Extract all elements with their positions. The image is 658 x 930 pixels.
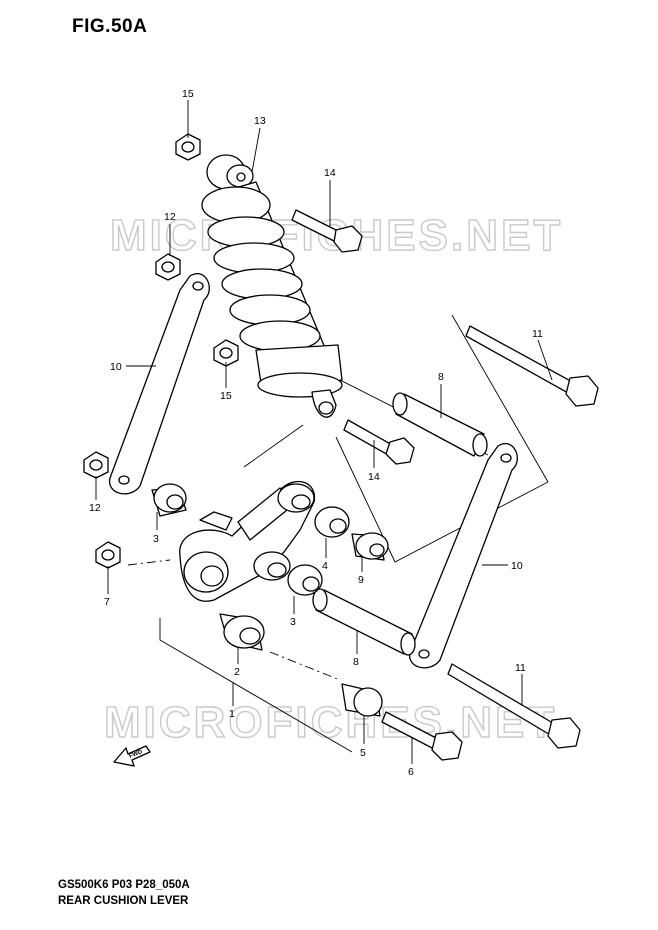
callout-8-top: 8 [438, 371, 444, 383]
forward-direction-arrow: FWD [113, 745, 151, 767]
leader-lines [95, 100, 553, 764]
bushing-3-top [151, 483, 187, 517]
figure-footer: GS500K6 P03 P28_050A REAR CUSHION LEVER [58, 877, 190, 909]
nut-7 [95, 541, 121, 569]
figure-name: REAR CUSHION LEVER [58, 895, 189, 907]
bolt-14-top [291, 209, 363, 253]
figure-title: FIG.50A [72, 16, 148, 37]
callout-5: 5 [360, 747, 366, 759]
rear-shock-absorber [201, 154, 343, 418]
callout-6: 6 [408, 766, 414, 778]
callout-10-right: 10 [511, 560, 523, 572]
callout-15-top: 15 [182, 88, 194, 100]
nut-12-bottom [83, 451, 109, 479]
fwd-label: FWD [129, 749, 145, 760]
callout-labels: 15 13 14 12 11 10 15 8 14 12 3 4 9 10 7 … [89, 88, 543, 778]
spacer-8-top [392, 392, 488, 457]
collar-5 [341, 683, 383, 717]
callout-3-bottom: 3 [290, 616, 296, 628]
callout-11-top: 11 [532, 328, 543, 340]
callout-13: 13 [254, 115, 266, 127]
cushion-rod-10-left [109, 273, 210, 495]
bushing-2 [219, 613, 265, 651]
bushing-9 [351, 532, 389, 561]
callout-7: 7 [104, 596, 110, 608]
bolt-6 [381, 711, 463, 761]
callout-4: 4 [322, 560, 328, 572]
callout-10-left: 10 [110, 361, 122, 373]
cushion-lever-1 [179, 480, 316, 602]
model-code: GS500K6 P03 P28_050A [58, 879, 190, 891]
bushing-4 [314, 506, 350, 538]
callout-14-mid: 14 [368, 471, 380, 483]
callout-8-bottom: 8 [353, 656, 359, 668]
watermark-bottom: MICROFICHES.NET [104, 698, 557, 747]
cushion-rod-10-right [409, 443, 518, 669]
bolt-11-top [465, 325, 599, 407]
callout-12-bottom: 12 [89, 502, 101, 514]
callout-11-bottom: 11 [515, 662, 526, 674]
nut-12-top [155, 253, 181, 281]
callout-2: 2 [234, 666, 240, 678]
nut-15-mid [213, 339, 239, 367]
callout-1: 1 [229, 708, 235, 720]
callout-9: 9 [358, 574, 364, 586]
bushing-3-bottom [287, 564, 323, 596]
bolt-11-bottom [447, 663, 581, 749]
callout-14-top: 14 [324, 167, 336, 179]
spacer-8-bottom [312, 588, 416, 656]
callout-12-top: 12 [164, 211, 176, 223]
callout-15-mid: 15 [220, 390, 232, 402]
callout-3-top: 3 [153, 533, 159, 545]
bolt-14-mid [343, 419, 415, 465]
